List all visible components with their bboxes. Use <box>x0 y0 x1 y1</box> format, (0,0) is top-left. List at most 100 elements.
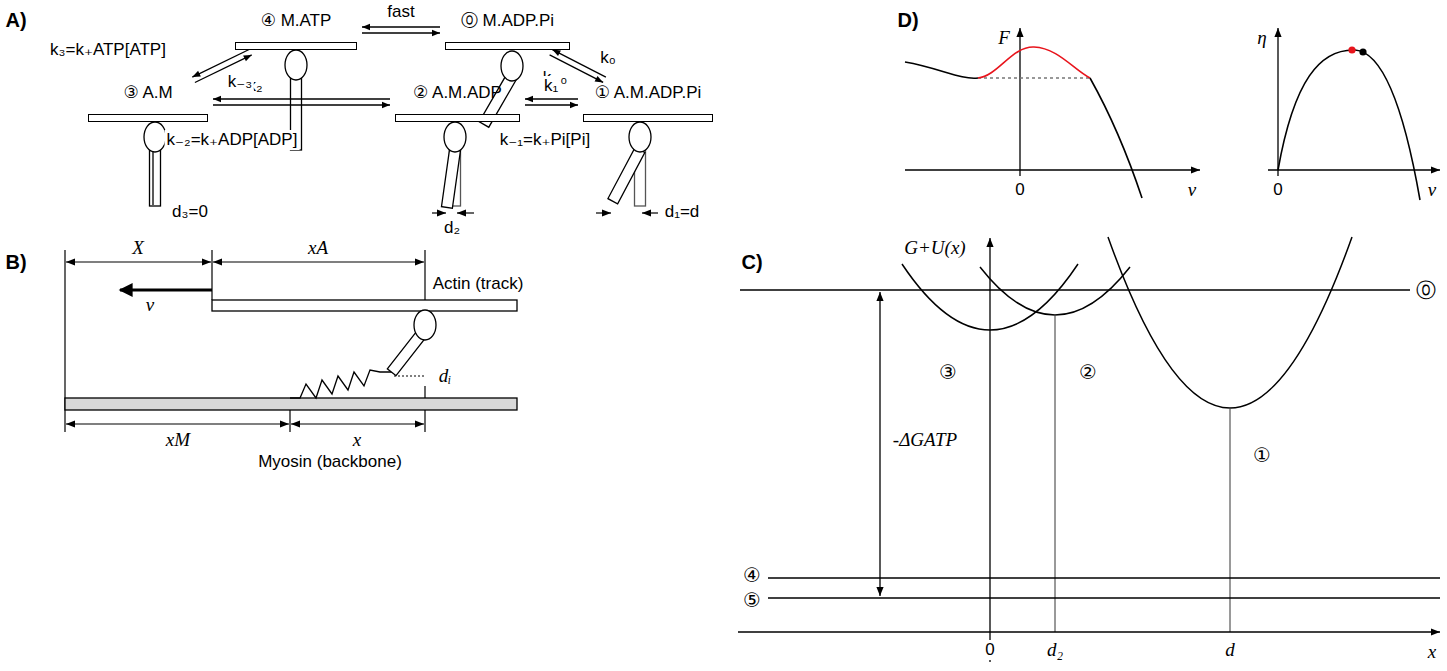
myosin-head <box>144 50 651 208</box>
state-box: ② A.M.ADP <box>395 82 520 122</box>
myosin-head <box>441 149 460 208</box>
myosin-backbone <box>65 398 517 410</box>
figure-label: Actin (track) <box>431 274 526 294</box>
figure-label: ① <box>1251 445 1273 465</box>
reaction-arrow <box>213 98 390 99</box>
figure-label: D) <box>895 10 920 30</box>
actin-filament <box>583 114 713 122</box>
energy-axis <box>768 597 1440 598</box>
myosin-head <box>608 147 645 203</box>
dimension-line <box>291 423 424 424</box>
state-label: ④ M.ATP <box>261 10 332 32</box>
reaction-arrow <box>213 104 390 105</box>
state-label: ① A.M.ADP.Pi <box>595 82 702 104</box>
force-velocity-curve <box>978 47 1090 78</box>
actin-filament <box>88 114 208 122</box>
dimension-line <box>394 375 424 376</box>
figure-label: C) <box>739 252 764 272</box>
reaction-arrow <box>525 99 578 105</box>
myosin-head <box>144 122 166 152</box>
energy-axis <box>879 292 880 596</box>
energy-axis <box>738 238 1440 662</box>
displacement-arrow <box>432 212 446 213</box>
state-box: ⓪ M.ADP.Pi <box>445 10 570 50</box>
dimension-line <box>211 250 212 300</box>
figure-label: xM <box>164 430 192 450</box>
actin-track <box>212 300 517 311</box>
figure-label: η <box>1255 28 1268 48</box>
state-label: ⓪ M.ADP.Pi <box>461 10 554 32</box>
reaction-arrow <box>525 98 578 99</box>
dimension-line <box>66 423 289 424</box>
plot-axis <box>905 169 1200 170</box>
velocity-arrow <box>120 289 212 292</box>
myosin-head <box>444 122 466 152</box>
figure-label: x <box>1426 642 1438 662</box>
dimension-line <box>66 261 211 262</box>
figure-label: 0 <box>1013 180 1026 200</box>
figure-label: v <box>1186 180 1198 200</box>
velocity-arrow <box>120 290 212 291</box>
elastic-spring <box>290 370 392 398</box>
efficiency-dot <box>1359 48 1366 55</box>
elastic-spring <box>290 370 392 398</box>
energy-axis <box>768 577 1440 578</box>
displacement-arrow <box>642 212 658 213</box>
rate-label: k₀ <box>598 48 618 68</box>
dimension-line <box>289 410 290 432</box>
figure-label: x <box>351 430 363 450</box>
displacement-arrow <box>596 212 611 213</box>
myosin-head <box>387 333 424 376</box>
energy-axis <box>738 631 1440 632</box>
figure-label: v <box>144 295 156 315</box>
actin-filament <box>445 42 570 50</box>
force-velocity-curve <box>1090 78 1142 198</box>
plot-axis <box>978 77 1090 78</box>
energy-axis <box>740 289 1410 290</box>
figure-label: dᵢ <box>437 366 454 386</box>
reaction-arrow <box>213 99 390 105</box>
displacement-arrow <box>432 212 658 213</box>
figure-label: -ΔGATP <box>891 430 959 450</box>
figure-label: F <box>996 28 1012 48</box>
figure-label: B) <box>3 252 28 272</box>
figure-label: ④ <box>741 565 763 585</box>
force-velocity-curve <box>905 47 1420 200</box>
energy-parabola <box>980 267 1130 315</box>
rate-label: k₋₃ <box>226 72 254 92</box>
myosin-head <box>150 148 161 206</box>
actin-filament <box>395 114 520 122</box>
state-box: ④ M.ATP <box>235 10 357 50</box>
figure-label: k₋₂=k₊ADP[ADP] <box>165 130 300 150</box>
dimension-line <box>424 250 425 300</box>
myosin-head <box>629 122 651 152</box>
efficiency-dot <box>1348 46 1366 55</box>
figure-label: xA <box>306 238 330 258</box>
myosin-head <box>285 50 307 80</box>
state-box: ③ A.M <box>88 82 208 122</box>
myosin-head <box>152 150 153 205</box>
myosin-head <box>501 51 523 81</box>
force-velocity-curve <box>905 62 978 78</box>
reaction-arrow <box>362 32 440 33</box>
figure-label: d₃=0 <box>170 202 210 222</box>
energy-axis <box>1055 316 1056 632</box>
figure-label: ② <box>1077 362 1099 382</box>
dimension-line <box>213 261 424 262</box>
figure-label: k₃=k₊ATP[ATP] <box>48 40 168 60</box>
figure-label: X <box>130 238 146 258</box>
figure-label: 0 <box>983 640 996 660</box>
myosin-backbone <box>65 398 517 410</box>
energy-parabola <box>902 264 1078 330</box>
reaction-arrow <box>362 27 440 33</box>
figure-label: ③ <box>937 362 959 382</box>
energy-parabola <box>902 237 1352 408</box>
actin-track <box>212 300 517 311</box>
reaction-arrow <box>362 26 440 27</box>
state-label: ③ A.M <box>123 82 172 104</box>
state-box: ① A.M.ADP.Pi <box>583 82 713 122</box>
figure-label: 0 <box>1271 180 1284 200</box>
